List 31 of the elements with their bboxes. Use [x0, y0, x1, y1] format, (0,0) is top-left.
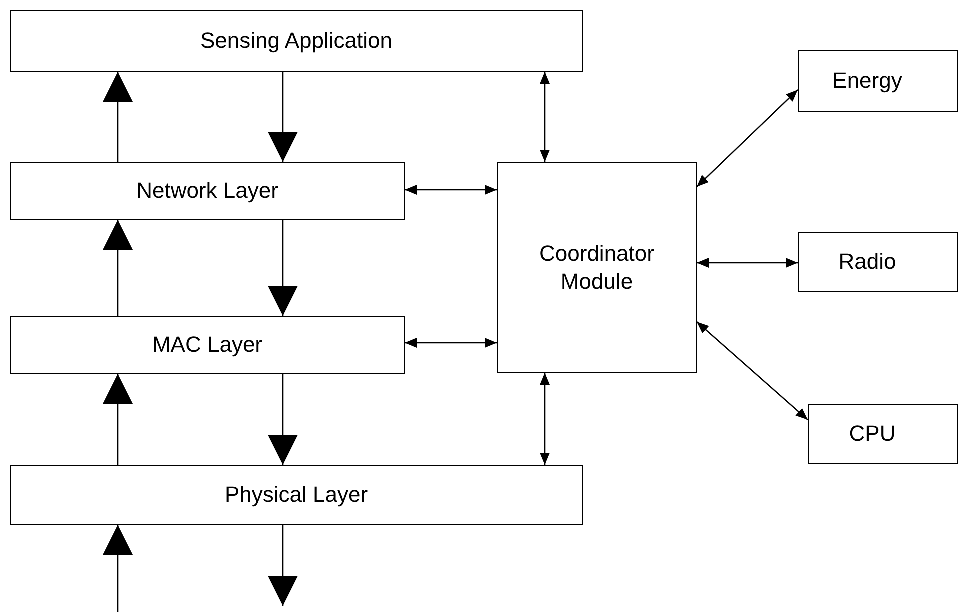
- box: [10, 162, 405, 220]
- box: [10, 316, 405, 374]
- box: [798, 50, 958, 112]
- arrow: [268, 220, 298, 316]
- arrow: [540, 373, 550, 465]
- arrow: [697, 258, 798, 268]
- box: [808, 404, 958, 464]
- box-label: MAC Layer: [152, 331, 263, 359]
- box: [10, 465, 583, 525]
- arrow: [103, 72, 133, 162]
- box-label: Physical Layer: [224, 481, 368, 509]
- box: [497, 162, 697, 373]
- arrow: [268, 525, 298, 606]
- box: [10, 10, 583, 72]
- box: [798, 232, 958, 292]
- arrow: [268, 72, 298, 162]
- arrow: [103, 220, 133, 316]
- arrow: [696, 90, 798, 188]
- box-label: Radio: [838, 248, 896, 276]
- box-label: Sensing Application: [200, 27, 393, 55]
- arrow: [405, 185, 497, 195]
- arrow: [405, 338, 497, 348]
- arrow: [696, 322, 808, 420]
- arrow: [103, 525, 133, 612]
- arrow: [540, 72, 550, 162]
- arrow: [268, 374, 298, 465]
- arrow: [103, 374, 133, 465]
- box-label: Network Layer: [136, 177, 278, 205]
- box-label: CPU: [849, 420, 896, 448]
- box-label: Coordinator Module: [538, 240, 656, 295]
- box-label: Energy: [832, 67, 902, 95]
